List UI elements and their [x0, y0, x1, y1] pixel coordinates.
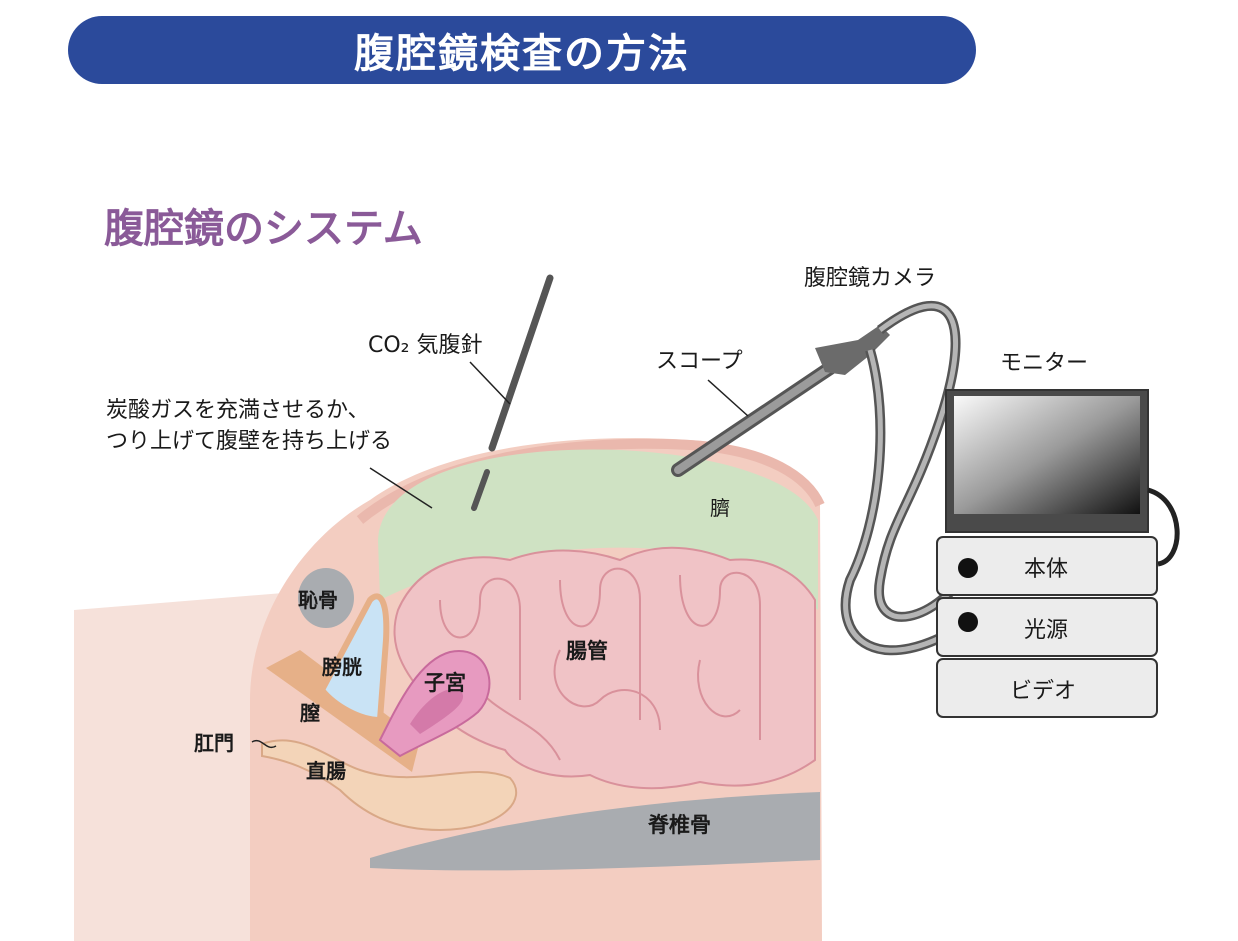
anus-label: 肛門	[194, 731, 234, 755]
lift-note-line1: 炭酸ガスを充満させるか、	[106, 398, 370, 423]
connector-main	[958, 558, 978, 578]
rectum	[261, 739, 517, 832]
navel-label: 臍	[710, 496, 730, 520]
unit-light	[936, 597, 1158, 657]
camera-head	[815, 325, 890, 375]
unit-video-label: ビデオ	[1010, 679, 1076, 704]
pubic-bone	[298, 568, 354, 628]
camera-cable-core	[876, 303, 971, 620]
bladder-label: 膀胱	[321, 655, 362, 679]
pubic-bone-label: 恥骨	[298, 588, 338, 612]
banner-title: 腹腔鏡検査の方法	[354, 31, 690, 77]
co2-needle-label: CO₂ 気腹針	[368, 333, 483, 358]
unit-light-label: 光源	[1024, 618, 1068, 643]
spine	[370, 792, 820, 871]
spine-label: 脊椎骨	[647, 813, 711, 837]
intestine-loops	[439, 567, 761, 761]
light-cable-core	[843, 349, 970, 653]
monitor-cable	[1147, 487, 1180, 567]
rectum-label: 直腸	[306, 759, 346, 783]
gas-space	[378, 449, 818, 610]
lift-note-line2: つり上げて腹壁を持ち上げる	[106, 429, 392, 454]
leader-lines	[251, 361, 749, 749]
uterus-label: 子宮	[424, 671, 466, 695]
scope-label: スコープ	[656, 349, 743, 374]
section-title: 腹腔鏡のシステム	[104, 206, 423, 252]
bladder	[318, 593, 390, 724]
intestine	[393, 546, 816, 790]
vagina-label: 膣	[300, 701, 320, 725]
unit-main	[936, 536, 1158, 596]
monitor-screen	[954, 396, 1140, 514]
co2-needle	[488, 274, 554, 452]
connector-light	[958, 612, 978, 632]
co2-needle-inner	[471, 469, 490, 511]
monitor-label: モニター	[1000, 351, 1088, 376]
scope-highlight	[674, 364, 834, 474]
unit-video	[936, 658, 1158, 718]
title-banner: 腹腔鏡検査の方法	[68, 16, 976, 84]
intestine-label: 腸管	[566, 639, 608, 663]
camera-label: 腹腔鏡カメラ	[804, 266, 936, 291]
unit-main-label: 本体	[1024, 557, 1068, 582]
uterus-cavity	[410, 689, 464, 734]
